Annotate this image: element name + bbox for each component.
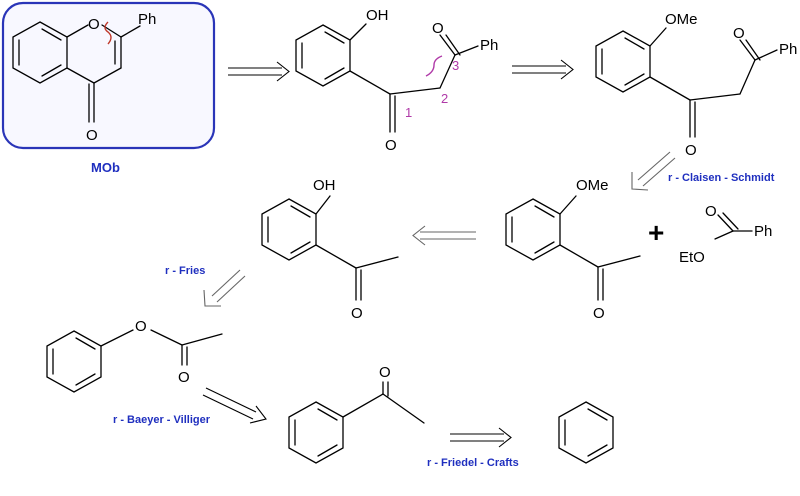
plus-sign: +	[648, 217, 664, 248]
methoxy-diketone-ring	[595, 30, 651, 93]
hydroxy-acetophenone-oh: OH	[313, 177, 336, 194]
target-label: MOb	[91, 160, 120, 175]
acetophenone-ring	[288, 401, 344, 464]
acetophenone: O	[288, 364, 425, 464]
flavone-phenyl-label: Ph	[138, 11, 156, 28]
hydroxy-acetophenone-o: O	[351, 305, 363, 322]
label-friedel-crafts: r - Friedel - Crafts	[427, 457, 519, 469]
hydroxy-diketone-ring	[295, 24, 351, 87]
methoxy-acetophenone-o: O	[593, 305, 605, 322]
methoxy-acetophenone: OMe O	[505, 177, 641, 322]
retro-arrow-friedel-crafts	[450, 427, 512, 448]
retro-arrow-1	[228, 61, 290, 82]
methoxy-diketone-o3: O	[733, 25, 745, 42]
ethyl-benzoate-ph: Ph	[754, 223, 772, 240]
retro-arrow-4	[412, 225, 476, 246]
methoxy-diketone-o1: O	[685, 142, 697, 159]
methoxy-diketone-ph: Ph	[779, 41, 797, 58]
hydroxy-diketone-oh: OH	[366, 7, 389, 24]
methoxy-acetophenone-ring	[505, 198, 561, 261]
flavone-disconnection-mark	[104, 21, 112, 45]
hydroxy-diketone: OH O O Ph 1 2 3	[295, 7, 498, 154]
bond-number-3: 3	[452, 58, 459, 73]
label-claisen-schmidt: r - Claisen - Schmidt	[668, 172, 775, 184]
phenyl-acetate: O O	[46, 318, 223, 393]
methoxy-acetophenone-ome: OMe	[576, 177, 609, 194]
retro-arrow-baeyer-villiger	[202, 387, 267, 424]
phenyl-acetate-carbonyl-o: O	[178, 369, 190, 386]
flavone-ring-oxygen: O	[88, 16, 100, 33]
phenyl-acetate-ester-o: O	[135, 318, 147, 335]
benzene	[558, 401, 614, 464]
retro-arrow-claisen	[631, 151, 676, 191]
diketone-disconnection-mark	[425, 55, 443, 77]
label-fries: r - Fries	[165, 265, 205, 277]
label-baeyer-villiger: r - Baeyer - Villiger	[113, 414, 211, 426]
benzene-ring	[558, 401, 614, 464]
hydroxy-diketone-o3: O	[432, 20, 444, 37]
bond-number-1: 1	[405, 105, 412, 120]
hydroxy-acetophenone-ring	[261, 198, 317, 261]
hydroxy-diketone-ph: Ph	[480, 37, 498, 54]
flavone-carbonyl-oxygen: O	[86, 127, 98, 144]
phenyl-acetate-ring	[46, 330, 102, 393]
acetophenone-o: O	[379, 364, 391, 381]
hydroxy-acetophenone: OH O	[261, 177, 399, 322]
ethyl-benzoate-o: O	[705, 203, 717, 220]
methoxy-diketone: OMe O O Ph	[595, 11, 797, 159]
ethyl-benzoate-eto: EtO	[679, 249, 705, 266]
target-molecule-flavone: O O Ph	[1, 1, 216, 150]
retro-arrow-fries	[203, 269, 246, 307]
ethyl-benzoate: O Ph EtO	[679, 203, 772, 266]
methoxy-diketone-ome: OMe	[665, 11, 698, 28]
retro-arrow-2	[512, 59, 574, 80]
bond-number-2: 2	[441, 91, 448, 106]
hydroxy-diketone-o1: O	[385, 137, 397, 154]
